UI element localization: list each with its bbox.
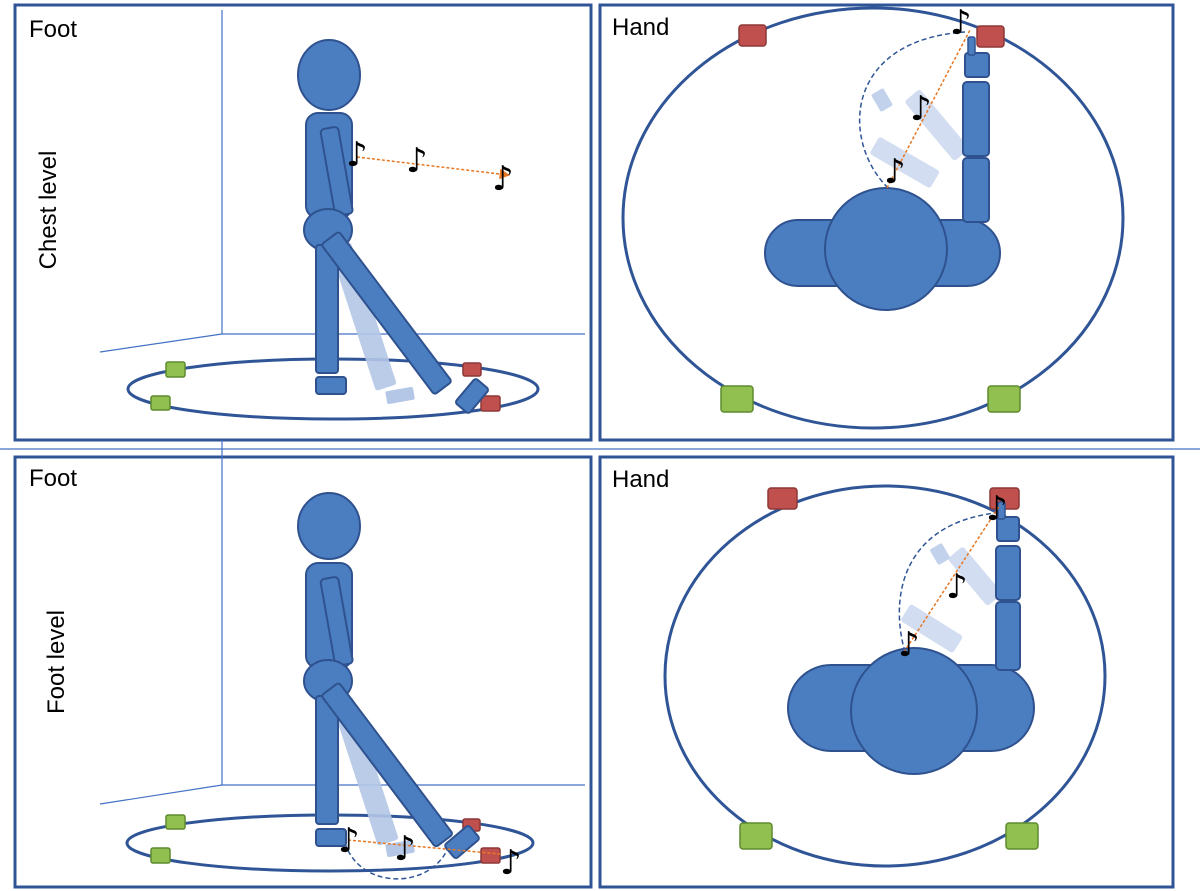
moving-leg <box>321 231 452 395</box>
ghost-arm <box>870 137 939 188</box>
head <box>297 492 361 560</box>
green-marker <box>165 814 186 830</box>
level-label: Foot level <box>43 610 70 714</box>
music-note-icon: ♪ <box>898 625 920 665</box>
figure-side-view <box>297 39 489 414</box>
ghost-hand <box>930 543 950 565</box>
green-marker <box>987 385 1021 413</box>
upper-arm <box>962 157 990 223</box>
figure-top-view <box>787 501 1035 775</box>
standing-foot <box>315 376 347 395</box>
head <box>297 39 361 111</box>
foot-arc <box>344 842 449 880</box>
panel-title: Hand <box>612 14 669 41</box>
ghost-arm <box>905 90 969 161</box>
red-marker <box>767 487 798 510</box>
panel-title: Foot <box>29 16 77 43</box>
moving-foot <box>455 378 489 414</box>
panel-top-right: Hand ♪ ♪ ♪ <box>598 3 1175 442</box>
hand <box>964 52 990 78</box>
red-marker <box>462 362 482 377</box>
hand-arc <box>858 31 966 189</box>
green-marker <box>150 395 171 411</box>
red-marker <box>480 847 501 864</box>
green-marker <box>720 385 754 413</box>
ghost-foot <box>385 839 415 858</box>
music-note-icon: ♪ <box>884 152 906 192</box>
upper-arm <box>995 601 1021 671</box>
ghost-hand <box>871 88 893 112</box>
green-marker <box>1005 822 1039 850</box>
music-note-icon: ♪ <box>500 843 522 883</box>
green-marker <box>150 847 171 864</box>
music-note-icon: ♪ <box>394 829 416 869</box>
ghost-arm <box>948 547 1002 606</box>
music-note-icon: ♪ <box>492 159 514 199</box>
panel-title: Foot <box>29 465 77 492</box>
figure-side-view <box>297 492 480 859</box>
head <box>850 647 978 775</box>
green-marker <box>165 361 186 378</box>
panel-top-left: Foot Chest level ♪ ♪ ♪ <box>13 3 593 442</box>
level-label: Chest level <box>35 151 62 270</box>
music-note-icon: ♪ <box>986 489 1008 529</box>
moving-leg <box>321 682 453 848</box>
ghost-foot <box>385 386 415 405</box>
forearm <box>962 81 990 157</box>
room-floor-edge <box>99 333 223 353</box>
music-note-icon: ♪ <box>338 821 360 861</box>
hand <box>996 516 1020 542</box>
music-note-icon: ♪ <box>406 141 428 181</box>
green-marker <box>739 822 773 850</box>
panel-bottom-left: Foot Foot level ♪ ♪ ♪ <box>13 440 593 889</box>
sound-trajectory <box>356 156 511 180</box>
music-note-icon: ♪ <box>910 89 932 129</box>
music-note-icon: ♪ <box>946 567 968 607</box>
standing-leg <box>315 695 339 825</box>
music-note-icon: ♪ <box>950 3 972 43</box>
reach-circle <box>621 6 1125 430</box>
finger <box>967 36 976 56</box>
head <box>824 187 948 311</box>
panel-title: Hand <box>612 466 669 493</box>
hand-arc <box>898 512 996 653</box>
ghost-leg <box>332 697 399 846</box>
red-marker <box>976 25 1005 48</box>
red-marker <box>738 24 767 47</box>
forearm <box>995 545 1021 601</box>
sound-trajectory <box>903 504 1001 653</box>
finger <box>997 501 1006 520</box>
panel-bottom-right: Hand ♪ ♪ ♪ <box>598 455 1175 889</box>
red-marker <box>480 395 501 412</box>
reach-circle <box>663 484 1107 868</box>
standing-foot <box>315 828 347 847</box>
ghost-arm <box>901 604 963 653</box>
standing-leg <box>315 244 339 374</box>
figure-top-view <box>764 36 1001 311</box>
room-floor-edge <box>99 784 223 805</box>
music-note-icon: ♪ <box>346 135 368 175</box>
sound-trajectory <box>347 839 501 855</box>
